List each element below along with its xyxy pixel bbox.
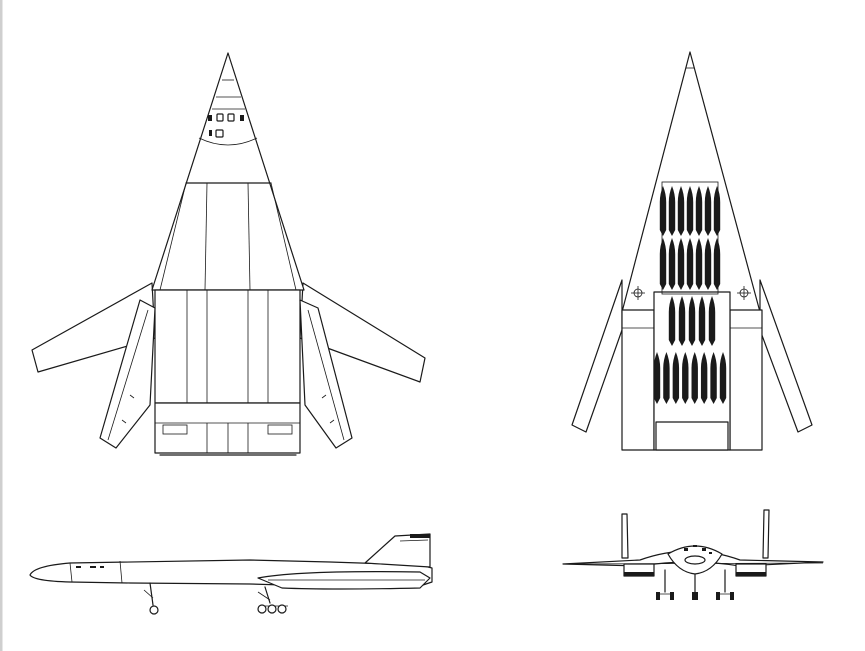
bottom-left-panel	[571, 279, 623, 433]
bottom-view	[571, 51, 813, 451]
top-view	[31, 52, 426, 456]
side-nose-gear	[143, 582, 159, 615]
payload-middle-6	[704, 238, 712, 290]
payload-inner-1	[668, 296, 676, 346]
payload-aft-5	[691, 352, 698, 404]
front-left-gear	[656, 569, 674, 600]
bottom-right-nacelle	[729, 309, 763, 451]
payload-aft-4	[682, 352, 689, 404]
payload-forward-7	[713, 186, 721, 236]
payload-forward-4	[686, 186, 694, 236]
side-tail-fin	[364, 533, 431, 568]
payload-forward-3	[677, 186, 685, 236]
bomb-bay-payload	[653, 186, 727, 404]
left-folding-panel	[99, 299, 156, 449]
front-left-fin	[621, 513, 629, 559]
engine-section	[154, 402, 301, 454]
front-right-fin	[762, 509, 770, 559]
payload-aft-6	[700, 352, 708, 404]
payload-forward-5	[695, 186, 703, 236]
payload-inner-3	[688, 296, 696, 346]
payload-forward-2	[668, 186, 676, 236]
payload-aft-7	[710, 352, 717, 404]
payload-inner-4	[698, 296, 706, 346]
rear-fuselage	[154, 289, 301, 404]
payload-inner-5	[708, 296, 716, 346]
front-view	[562, 509, 824, 600]
payload-forward-1	[659, 186, 667, 236]
bottom-right-panel	[759, 279, 813, 433]
payload-aft-1	[653, 352, 661, 404]
payload-middle-3	[677, 238, 685, 290]
left-crosshair-icon	[631, 286, 645, 300]
payload-middle-1	[659, 238, 667, 290]
payload-aft-8	[719, 352, 727, 404]
side-main-gear	[257, 586, 288, 614]
payload-middle-2	[668, 238, 676, 290]
payload-middle-7	[713, 238, 721, 290]
side-view	[29, 533, 433, 615]
bottom-left-nacelle	[621, 309, 655, 451]
bottom-aft-box	[655, 421, 729, 451]
payload-aft-3	[672, 352, 680, 404]
payload-aft-2	[663, 352, 670, 404]
payload-forward-6	[704, 186, 712, 236]
payload-middle-5	[695, 238, 703, 290]
delta-nose-body	[151, 52, 305, 291]
payload-inner-2	[678, 296, 686, 346]
payload-middle-4	[686, 238, 694, 290]
right-crosshair-icon	[737, 286, 751, 300]
bomb-bay-outline	[661, 181, 719, 295]
front-nose-gear	[692, 573, 698, 600]
cockpit-windows	[208, 113, 244, 138]
front-right-gear	[716, 569, 734, 600]
